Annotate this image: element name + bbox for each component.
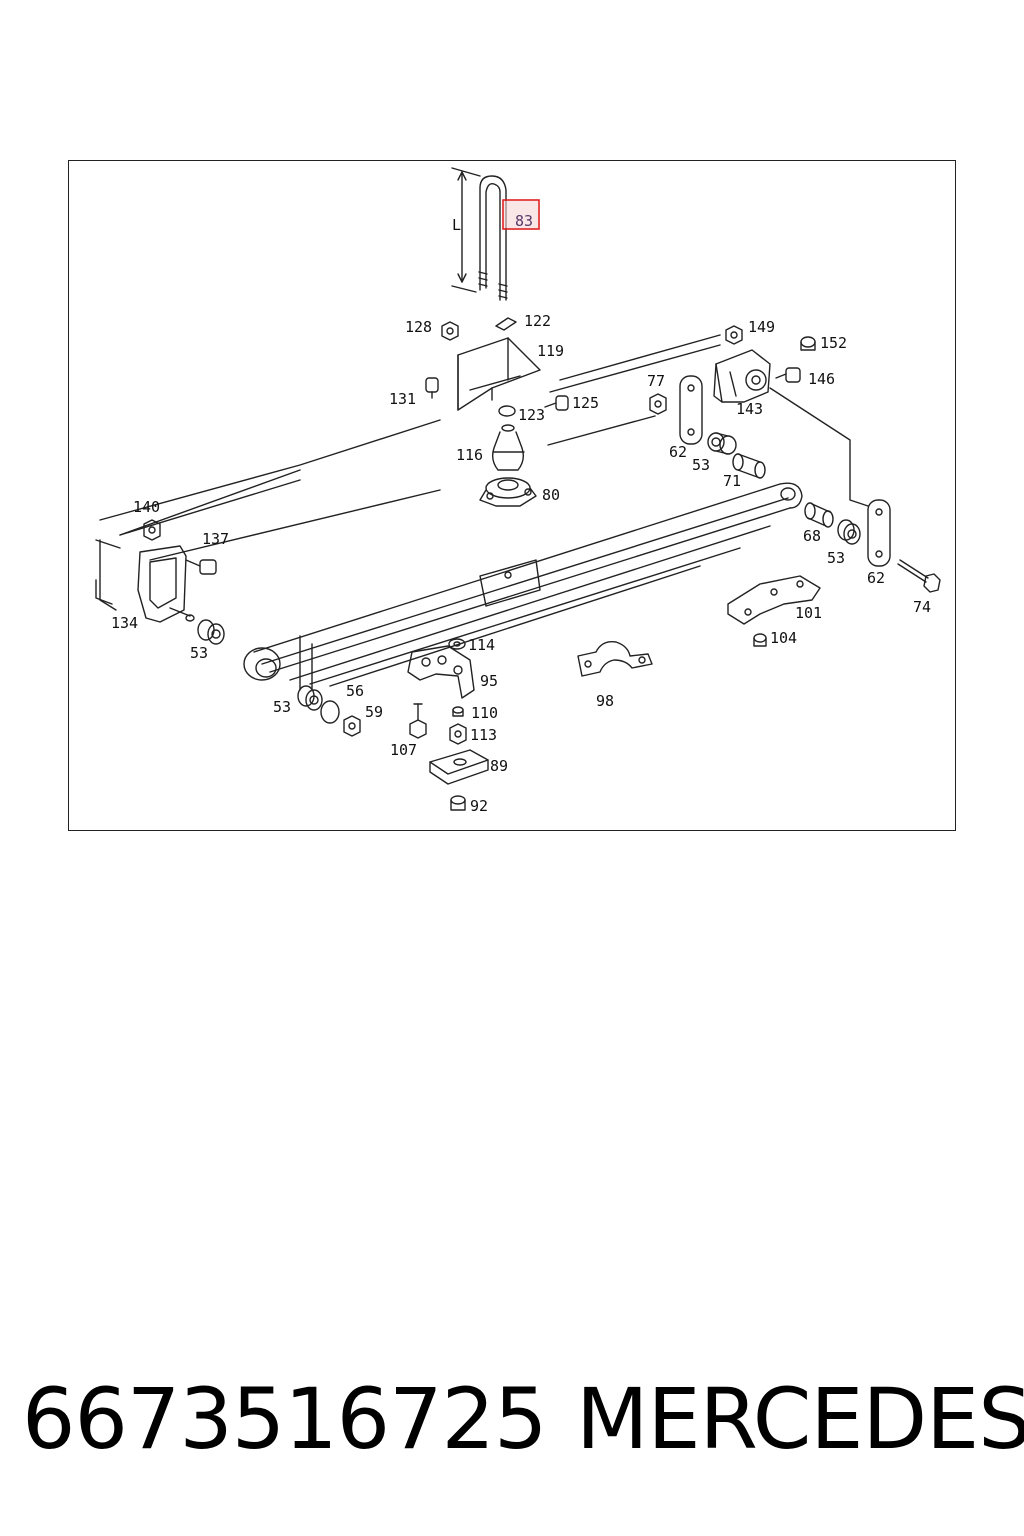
callout-label[interactable]: 71	[723, 472, 741, 490]
clip-part[interactable]	[495, 317, 517, 331]
callout-label[interactable]: 122	[524, 312, 551, 330]
washer-part[interactable]	[498, 405, 516, 417]
rear-hanger-bracket[interactable]	[713, 349, 771, 403]
callout-label[interactable]: 68	[803, 527, 821, 545]
bump-stop-seat[interactable]	[479, 477, 537, 507]
callout-label[interactable]: 95	[480, 672, 498, 690]
callout-label[interactable]: 152	[820, 334, 847, 352]
mount-bracket[interactable]	[727, 575, 821, 625]
callout-label[interactable]: 140	[133, 498, 160, 516]
callout-label[interactable]: 53	[273, 698, 291, 716]
shackle-plate[interactable]	[867, 499, 891, 567]
callout-label[interactable]: 131	[389, 390, 416, 408]
callout-label[interactable]: 83	[515, 212, 533, 230]
part-number: 6673516725	[22, 1370, 547, 1468]
callout-label[interactable]: 53	[827, 549, 845, 567]
nut-part[interactable]	[725, 325, 743, 345]
bushing-part[interactable]	[297, 685, 323, 711]
callout-label[interactable]: 149	[748, 318, 775, 336]
callout-label[interactable]: 62	[867, 569, 885, 587]
callout-label[interactable]: 104	[770, 629, 797, 647]
diagram-frame	[68, 160, 956, 831]
bushing-part[interactable]	[707, 432, 737, 455]
callout-label[interactable]: 107	[390, 741, 417, 759]
callout-label[interactable]: 119	[537, 342, 564, 360]
callout-label[interactable]: 113	[470, 726, 497, 744]
callout-label[interactable]: 101	[795, 604, 822, 622]
clamp-part[interactable]	[577, 641, 653, 677]
callout-label[interactable]: 53	[190, 644, 208, 662]
callout-label[interactable]: 89	[490, 757, 508, 775]
callout-label[interactable]: 74	[913, 598, 931, 616]
footer: 6673516725 MERCEDES	[0, 1364, 1024, 1474]
bolt-part[interactable]	[544, 395, 569, 411]
highlight-box	[502, 199, 540, 230]
sleeve-part[interactable]	[732, 453, 766, 479]
callout-label[interactable]: 56	[346, 682, 364, 700]
washer-part[interactable]	[448, 638, 466, 650]
u-bolt-part[interactable]	[478, 175, 508, 301]
callout-label[interactable]: 137	[202, 530, 229, 548]
nut-part[interactable]	[441, 321, 459, 341]
callout-label[interactable]: 110	[471, 704, 498, 722]
clamp-plate[interactable]	[407, 645, 475, 699]
nut-part[interactable]	[452, 706, 464, 717]
nut-part[interactable]	[449, 723, 467, 745]
bushing-part[interactable]	[197, 619, 225, 645]
callout-label[interactable]: 62	[669, 443, 687, 461]
callout-label[interactable]: 146	[808, 370, 835, 388]
dimension-arrow	[451, 167, 481, 293]
bolt-part[interactable]	[185, 559, 217, 575]
nut-part[interactable]	[343, 715, 361, 737]
bump-stop-bracket[interactable]	[457, 337, 541, 411]
bolt-part[interactable]	[409, 703, 427, 739]
callout-label[interactable]: 59	[365, 703, 383, 721]
nut-part[interactable]	[649, 393, 667, 415]
callout-label[interactable]: 134	[111, 614, 138, 632]
nut-part[interactable]	[143, 519, 161, 541]
callout-label[interactable]: 143	[736, 400, 763, 418]
cap-part[interactable]	[800, 336, 816, 351]
highlight-fill	[504, 201, 538, 228]
pad-part[interactable]	[429, 749, 489, 785]
dimension-label: L	[452, 216, 461, 234]
callout-label[interactable]: 116	[456, 446, 483, 464]
front-hanger-bracket[interactable]	[137, 545, 195, 623]
leaf-spring[interactable]	[243, 482, 803, 691]
bushing-part[interactable]	[837, 519, 861, 545]
callout-label[interactable]: 92	[470, 797, 488, 815]
callout-label[interactable]: 123	[518, 406, 545, 424]
callout-label[interactable]: 114	[468, 636, 495, 654]
cap-part[interactable]	[753, 633, 767, 647]
washer-part[interactable]	[320, 700, 340, 724]
callout-label[interactable]: 53	[692, 456, 710, 474]
cap-part[interactable]	[450, 795, 466, 811]
callout-label[interactable]: 80	[542, 486, 560, 504]
callout-label[interactable]: 77	[647, 372, 665, 390]
frame-rail	[95, 334, 721, 611]
bolt-part[interactable]	[425, 377, 439, 399]
brand-name: MERCEDES	[576, 1370, 1024, 1468]
bushing-part[interactable]	[804, 502, 834, 528]
callout-label[interactable]: 128	[405, 318, 432, 336]
callout-label[interactable]: 125	[572, 394, 599, 412]
callout-label[interactable]: 98	[596, 692, 614, 710]
bolt-part[interactable]	[775, 367, 801, 383]
bump-stop[interactable]	[491, 424, 525, 471]
bolt-part[interactable]	[897, 559, 941, 593]
shackle-plate[interactable]	[679, 375, 703, 445]
leader-line	[769, 387, 869, 507]
